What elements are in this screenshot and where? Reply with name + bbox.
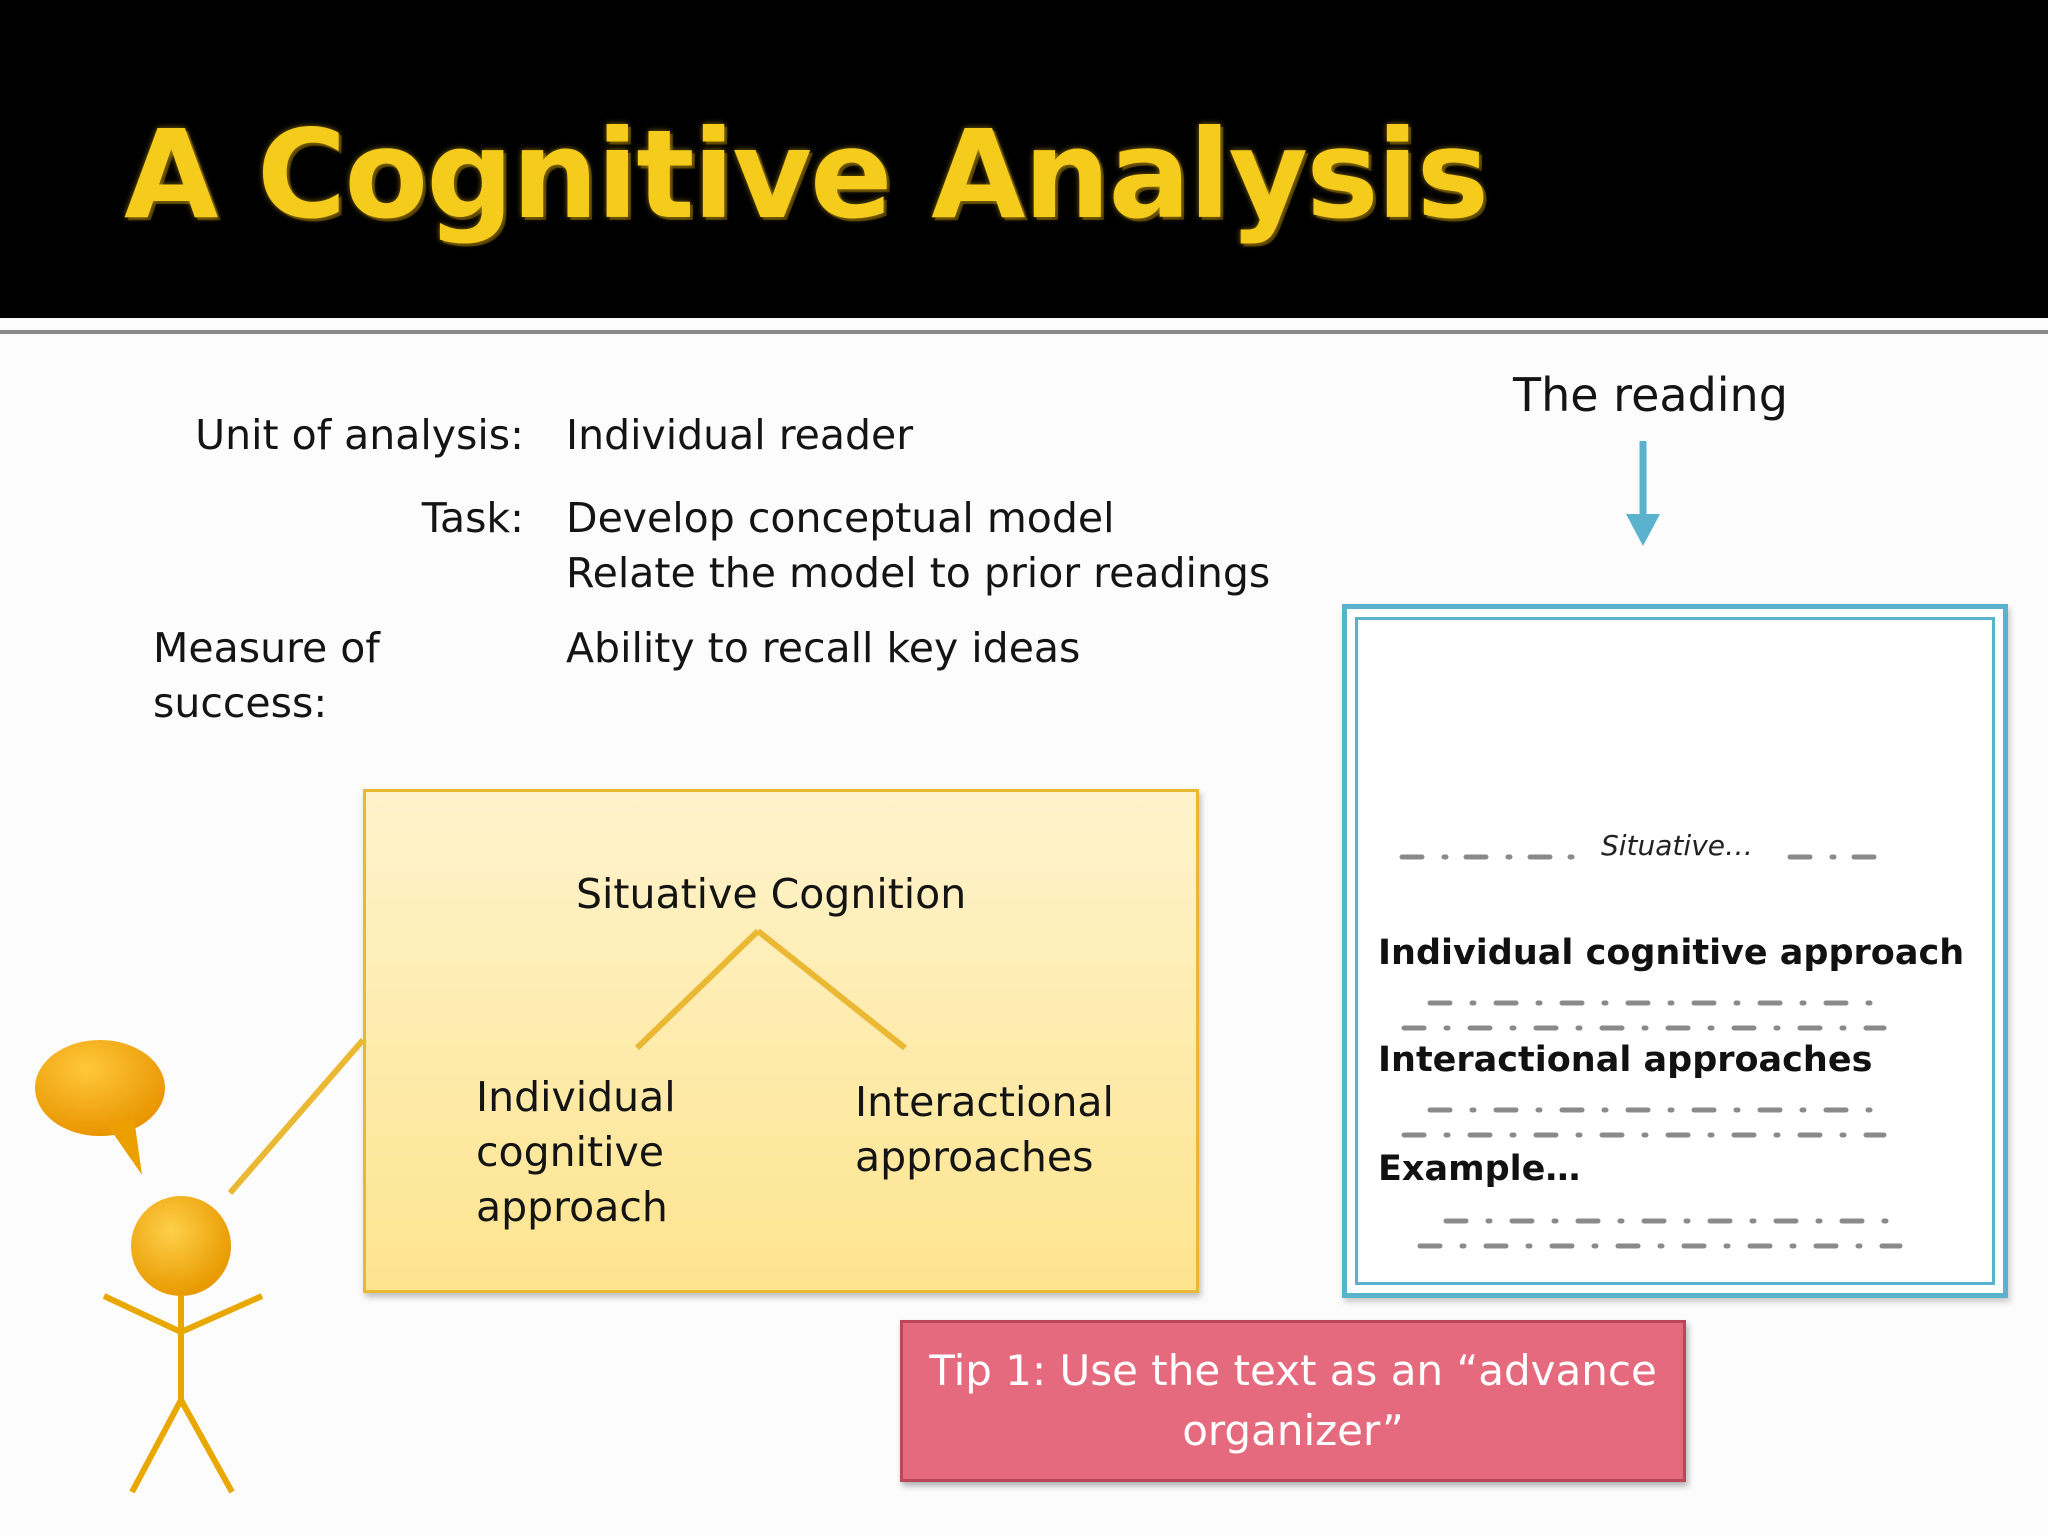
concept-right-1: Interactional <box>855 1078 1114 1126</box>
down-arrow-icon <box>1626 441 1660 546</box>
task-value-2: Relate the model to prior readings <box>566 549 1271 597</box>
concept-box <box>363 789 1199 1293</box>
concept-root: Situative Cognition <box>576 870 967 918</box>
reading-placeholder-lines <box>1399 854 1907 1249</box>
reading-document <box>1342 604 2008 1298</box>
speech-bubble-icon <box>35 1040 165 1175</box>
tip-line-2: organizer” <box>1182 1406 1404 1455</box>
heading-3-lines <box>1417 1218 1907 1249</box>
slide-title: A Cognitive Analysis <box>124 104 1489 246</box>
header-divider <box>0 330 2048 334</box>
measure-label-2: success: <box>153 679 328 727</box>
reading-heading-3: Example… <box>1378 1149 1581 1189</box>
measure-label-1: Measure of <box>153 624 380 672</box>
pointer-line <box>227 1038 366 1195</box>
tip-box: Tip 1: Use the text as an “advance organ… <box>900 1320 1686 1482</box>
title-bar: A Cognitive Analysis <box>0 0 2048 318</box>
reading-heading-1: Individual cognitive approach <box>1378 933 1965 973</box>
task-value-1: Develop conceptual model <box>566 494 1115 542</box>
reading-situative: Situative… <box>1601 829 1753 862</box>
unit-label: Unit of analysis: <box>195 411 524 459</box>
tip-text: Tip 1: Use the text as an “advance organ… <box>923 1341 1663 1461</box>
concept-right-2: approaches <box>855 1133 1094 1181</box>
task-label: Task: <box>421 494 524 542</box>
tip-line-1: Tip 1: Use the text as an “advance <box>929 1346 1657 1395</box>
heading-1-lines <box>1401 1000 1890 1031</box>
concept-left-2: cognitive <box>476 1128 664 1176</box>
unit-value: Individual reader <box>566 411 914 459</box>
person-icon <box>102 1196 264 1494</box>
concept-left-3: approach <box>476 1183 668 1231</box>
concept-tree-lines <box>634 928 907 1051</box>
heading-2-lines <box>1401 1107 1890 1138</box>
measure-value: Ability to recall key ideas <box>566 624 1081 672</box>
concept-left-1: Individual <box>476 1073 676 1121</box>
reading-heading-2: Interactional approaches <box>1378 1040 1873 1080</box>
reading-label: The reading <box>1513 368 1788 422</box>
